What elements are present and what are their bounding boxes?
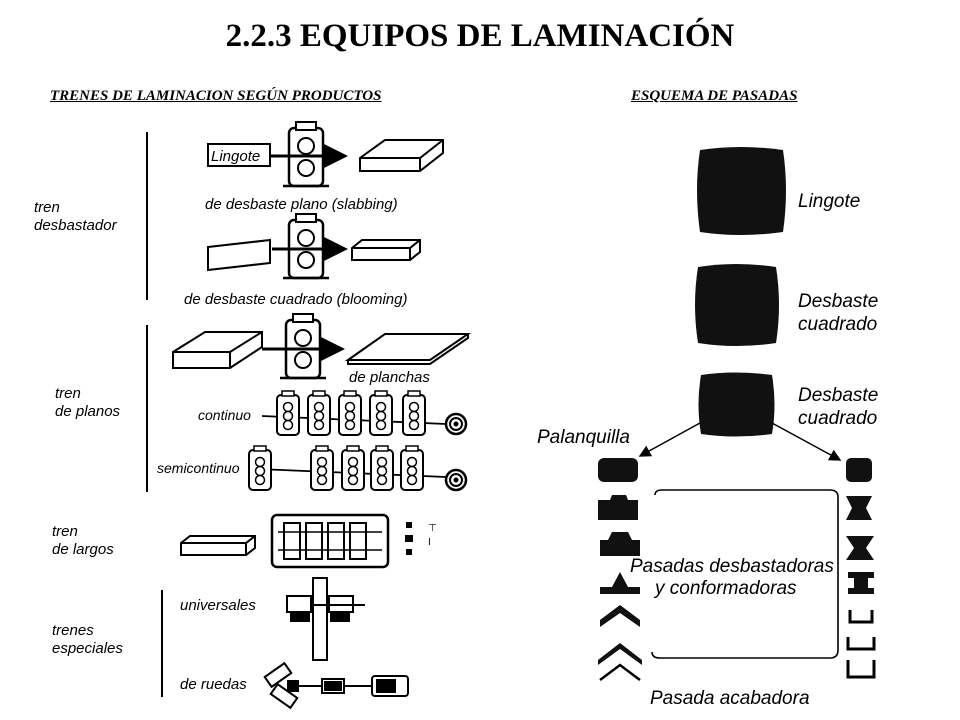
split-arrow-right <box>771 422 842 461</box>
coil-icon <box>444 468 468 492</box>
rolling-stand <box>338 390 362 436</box>
rolling-stand <box>370 445 394 491</box>
section-label-desbaste: Desbaste <box>798 385 878 406</box>
rolling-stand <box>281 120 331 188</box>
right-heading: ESQUEMA DE PASADAS <box>631 88 798 104</box>
rolling-stand <box>369 390 393 436</box>
section-sequence-right <box>846 458 876 679</box>
split-arrow-left <box>638 422 701 457</box>
caption-slabbing: de desbaste plano (slabbing) <box>205 196 398 213</box>
bloom-product <box>351 239 421 261</box>
left-heading: TRENES DE LAMINACION SEGÚN PRODUCTOS <box>50 88 382 104</box>
caption-continuo: continuo <box>198 407 251 423</box>
page-title: 2.2.3 EQUIPOS DE LAMINACIÓN <box>225 18 735 54</box>
section-label-cuadrado: cuadrado <box>798 314 877 335</box>
wheel-mill <box>263 661 409 710</box>
caption-blooming: de desbaste cuadrado (blooming) <box>184 291 407 308</box>
section-label-palanquilla: Palanquilla <box>537 427 630 448</box>
bar-mill <box>270 513 390 569</box>
section-label-pasadas: Pasadas desbastadoras <box>630 556 834 577</box>
rolling-stand <box>400 445 424 491</box>
section-label-lingote: Lingote <box>798 191 860 212</box>
group-label-de-planos: de planos <box>55 403 121 420</box>
coil-icon <box>444 412 468 436</box>
group-label-desbastador: desbastador <box>34 217 118 234</box>
ingot-shape <box>207 238 271 272</box>
group-label-tren: tren <box>55 385 81 402</box>
universal-mill <box>286 577 365 661</box>
billet-input <box>180 535 256 556</box>
rolling-stand <box>307 390 331 436</box>
bloom-section-2 <box>698 372 775 437</box>
section-label-cuadrado: cuadrado <box>798 408 877 429</box>
group-label-tren: tren <box>34 199 60 216</box>
bloom-section-1 <box>695 264 779 346</box>
group-label-especiales: especiales <box>52 640 123 657</box>
rolling-stand <box>278 312 328 380</box>
rolling-stand <box>310 445 334 491</box>
section-sequence-left <box>598 458 642 681</box>
svg-text:⊤: ⊤ <box>428 523 437 534</box>
ingot-label: Lingote <box>211 148 260 165</box>
ingot-section <box>697 147 786 235</box>
rolling-stand <box>402 390 426 436</box>
rolling-stand <box>281 212 331 280</box>
rolling-stand <box>276 390 300 436</box>
group-label-trenes: trenes <box>52 622 94 639</box>
rolling-stand <box>248 445 272 491</box>
caption-semicontinuo: semicontinuo <box>157 460 240 476</box>
product-sections: ⊤ I <box>405 522 437 555</box>
group-label-tren: tren <box>52 523 78 540</box>
caption-planchas: de planchas <box>349 369 430 386</box>
rolling-stand <box>341 445 365 491</box>
section-label-conformadoras: y conformadoras <box>653 578 797 599</box>
caption-ruedas: de ruedas <box>180 676 247 693</box>
passes-bracket <box>651 489 839 659</box>
section-label-desbaste: Desbaste <box>798 291 878 312</box>
slab-input <box>172 331 263 369</box>
plate-product <box>344 333 472 365</box>
section-label-acabadora: Pasada acabadora <box>650 688 810 709</box>
caption-universales: universales <box>180 597 256 614</box>
slab-product <box>359 139 444 172</box>
group-label-de-largos: de largos <box>52 541 114 558</box>
svg-text:I: I <box>428 537 431 548</box>
